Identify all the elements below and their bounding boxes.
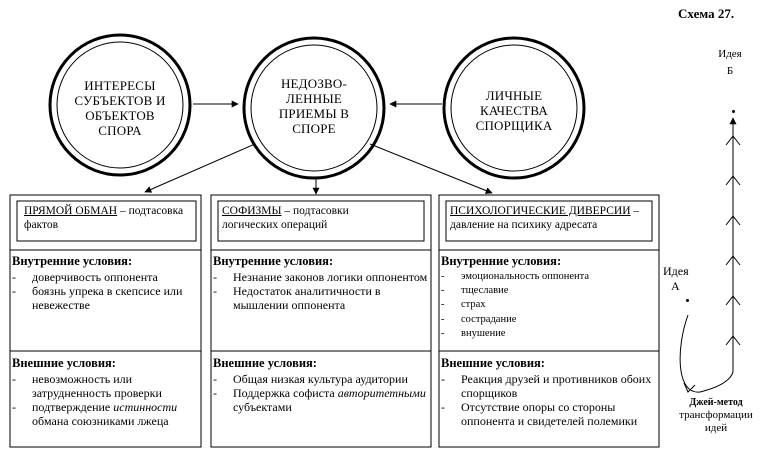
list-item: эмоциональность оппонента (441, 270, 657, 284)
list-item: Незнание законов логики оппонентом (213, 270, 429, 284)
list-item: страх (441, 298, 657, 312)
jay-method-label: Джей-метод трансформации идей (679, 397, 753, 434)
idea-transformation-path (679, 117, 741, 393)
list-item: тщеславие (441, 284, 657, 298)
list-item: сострадание (441, 313, 657, 327)
list-item: Общая низкая культура аудитории (213, 372, 429, 386)
arrow-to-direct-deception (144, 143, 256, 193)
idea-a-point (686, 299, 689, 302)
circle-personal-qualities (442, 36, 586, 180)
direct-deception-external-heading: Внешние условия: (12, 356, 116, 370)
list-item: Поддержка софиста авторитетными субъекта… (213, 386, 429, 414)
column-direct-deception-box (9, 194, 202, 448)
list-item: боязнь упрека в скепсисе или невежестве (12, 284, 200, 312)
sophisms-external-heading: Внешние условия: (213, 356, 317, 370)
arrow-to-psych-diversions (369, 143, 493, 194)
psych-diversions-internal-list: эмоциональность оппонента тщеславие стра… (441, 270, 657, 341)
direct-deception-internal-list: доверчивость оппонента боязнь упрека в с… (12, 270, 200, 312)
circle-personal-qualities-label: ЛИЧНЫЕ КАЧЕСТВА СПОРЩИКА (475, 88, 553, 133)
circle-interests-label: ИНТЕРЕСЫ СУБЪЕКТОВ И ОБЪЕКТОВ СПОРА (74, 78, 166, 138)
psych-diversions-external-list: Реакция друзей и противников обоих спорщ… (441, 372, 657, 428)
list-item: внушение (441, 327, 657, 341)
direct-deception-title: ПРЯМОЙ ОБМАН – подтасовка фактов (24, 205, 184, 231)
direct-deception-external-list: невозможность или затрудненность проверк… (12, 372, 200, 428)
circle-interests (48, 33, 192, 177)
psych-diversions-title: ПСИХОЛОГИЧЕСКИЕ ДИВЕРСИИ – давление на п… (450, 205, 640, 231)
list-item: подтверждение истинности обмана союзника… (12, 400, 200, 428)
column-psych-diversions-box (438, 194, 660, 448)
list-item: невозможность или затрудненность проверк… (12, 372, 200, 400)
sophisms-internal-heading: Внутренние условия: (213, 254, 334, 268)
column-sophisms-box (210, 194, 432, 448)
circle-forbidden-methods-label: НЕДОЗВО- ЛЕННЫЕ ПРИЕМЫ В СПОРЕ (278, 76, 350, 136)
list-item: Отсутствие опоры со стороны оппонента и … (441, 400, 657, 428)
psych-diversions-internal-heading: Внутренние условия: (441, 254, 562, 268)
sophisms-external-list: Общая низкая культура аудитории Поддержк… (213, 372, 429, 414)
psych-diversions-external-heading: Внешние условия: (441, 356, 545, 370)
list-item: Недостаток аналитичности в мышлении оппо… (213, 284, 429, 312)
circle-forbidden-methods (242, 36, 386, 180)
sophisms-title: СОФИЗМЫ – подтасовки логических операций (222, 205, 349, 231)
sophisms-internal-list: Незнание законов логики оппонентом Недос… (213, 270, 429, 312)
direct-deception-internal-heading: Внутренние условия: (12, 254, 133, 268)
idea-b-point (732, 110, 735, 113)
idea-b-label: Идея Б (718, 48, 742, 77)
idea-a-label: Идея А (663, 264, 689, 293)
schema-label: Схема 27. (678, 6, 735, 21)
list-item: доверчивость оппонента (12, 270, 200, 284)
list-item: Реакция друзей и противников обоих спорщ… (441, 372, 657, 400)
